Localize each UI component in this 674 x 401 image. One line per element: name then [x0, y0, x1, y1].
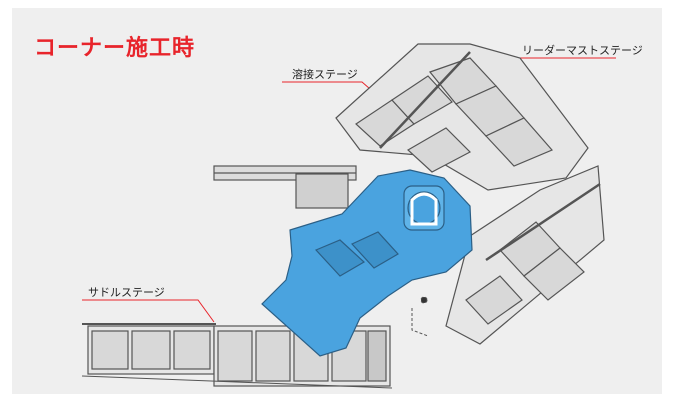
welding-stage-label: 溶接ステージ — [292, 68, 358, 81]
leader-mast-stage — [335, 43, 589, 191]
callout-saddle-stage — [82, 299, 215, 323]
right-stage — [445, 165, 605, 345]
machine-body — [261, 169, 473, 357]
saddle-stage — [81, 323, 393, 389]
leader-mast-stage-label: リーダーマストステージ — [522, 44, 643, 57]
diagram-title: コーナー施工時 — [34, 36, 196, 61]
dashed-detail — [411, 296, 429, 337]
upper-rail — [213, 165, 357, 209]
saddle-stage-label: サドルステージ — [88, 286, 165, 299]
